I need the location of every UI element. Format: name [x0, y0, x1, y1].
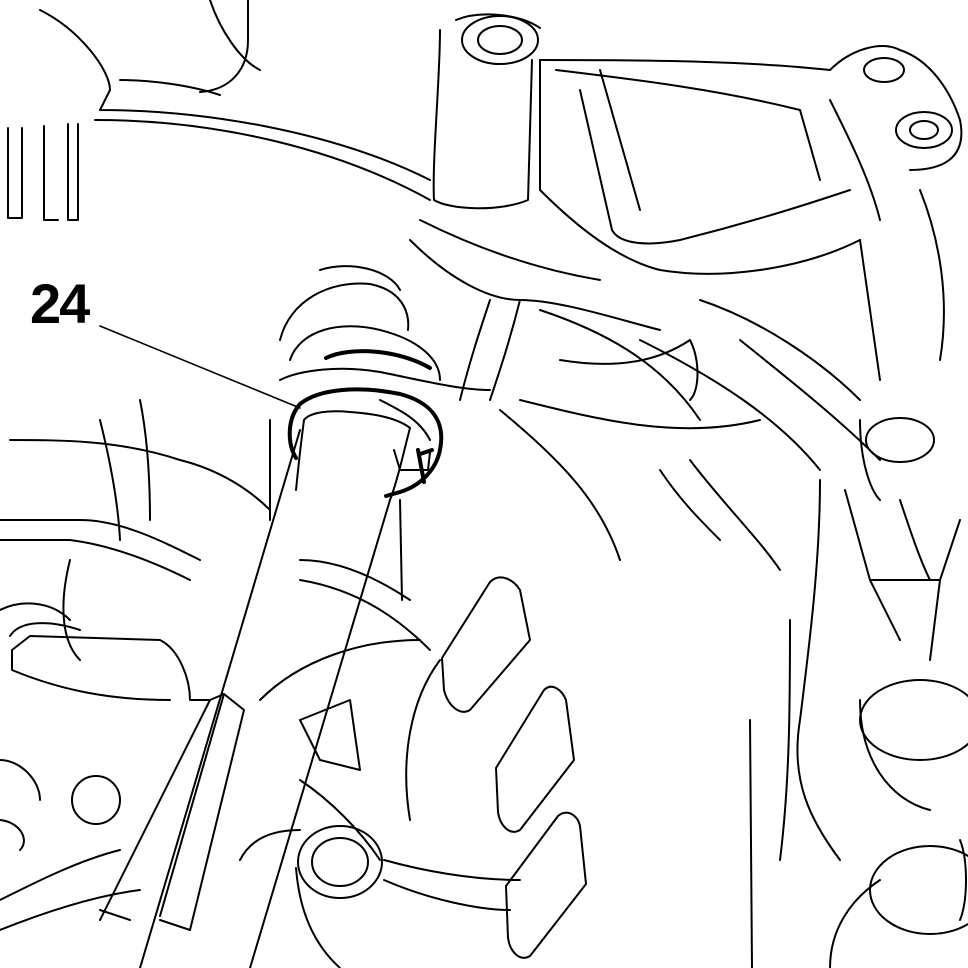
upper-cylinder: [269, 265, 491, 521]
callout-label-24: 24: [30, 272, 90, 335]
callout-leader: [99, 325, 301, 409]
top-boss: [432, 13, 541, 210]
central-webbing: [409, 239, 881, 571]
tool-shaft: [139, 399, 431, 968]
left-flange: [0, 399, 431, 931]
retaining-ring: [287, 349, 444, 498]
left-edge-bars: [7, 123, 79, 221]
tool-handle: [9, 622, 245, 931]
top-right-flange: [419, 45, 963, 381]
housing-top-left: [39, 0, 431, 201]
right-structure: [749, 417, 968, 968]
diamond-ribs: [405, 576, 587, 959]
lower-boss: [239, 825, 521, 968]
